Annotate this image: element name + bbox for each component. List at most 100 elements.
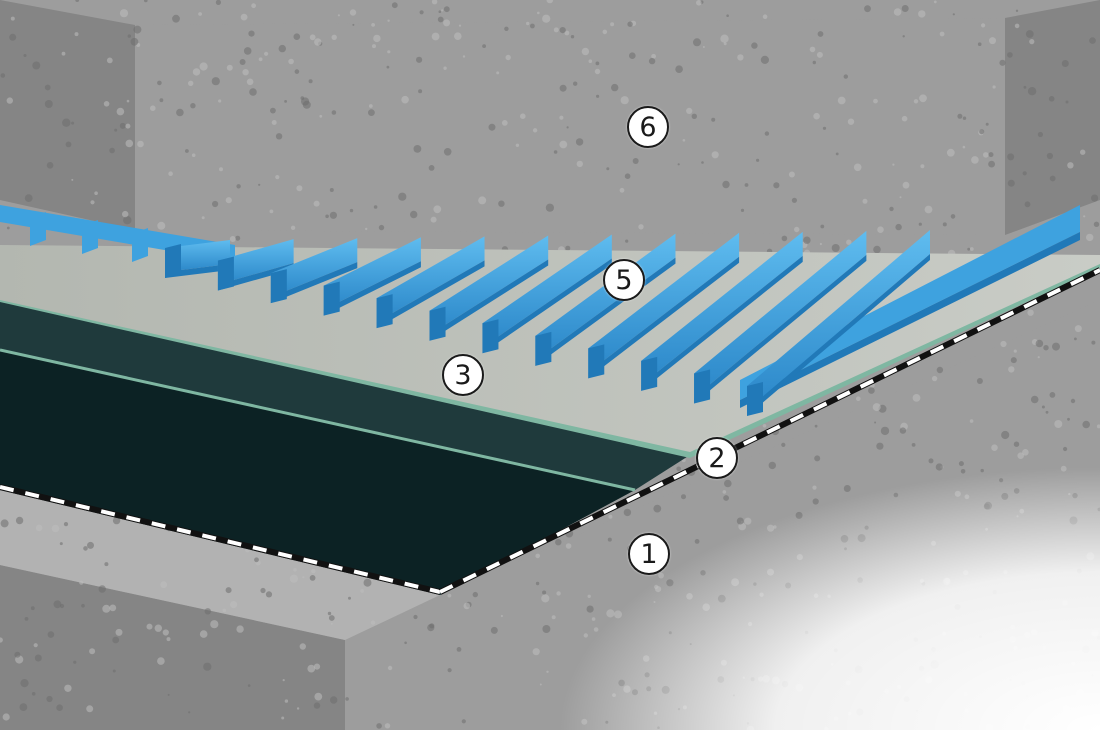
aggregate-speck	[439, 10, 442, 13]
aggregate-speck	[168, 171, 173, 176]
aggregate-speck	[1027, 310, 1033, 316]
aggregate-speck	[310, 34, 316, 40]
aggregate-speck	[290, 575, 298, 583]
aggregate-speck	[418, 89, 422, 93]
aggregate-speck	[504, 27, 508, 31]
aggregate-speck	[498, 201, 504, 207]
aggregate-speck	[56, 704, 63, 711]
aggregate-speck	[433, 205, 441, 213]
aggregate-speck	[332, 35, 337, 40]
aggregate-speck	[102, 605, 110, 613]
aggregate-speck	[693, 38, 701, 46]
grid-rib-end	[535, 332, 551, 366]
aggregate-speck	[114, 129, 117, 132]
aggregate-speck	[489, 124, 496, 131]
aggregate-speck	[212, 201, 218, 207]
aggregate-speck	[438, 17, 444, 23]
aggregate-speck	[248, 30, 254, 36]
aggregate-speck	[919, 223, 922, 226]
aggregate-speck	[216, 0, 221, 5]
aggregate-speck	[236, 184, 240, 188]
aggregate-speck	[993, 85, 996, 88]
aggregate-speck	[925, 206, 933, 214]
aggregate-speck	[387, 20, 389, 22]
aggregate-speck	[432, 33, 440, 41]
aggregate-speck	[918, 10, 925, 17]
aggregate-speck	[444, 6, 450, 12]
aggregate-speck	[813, 113, 820, 120]
aggregate-speck	[398, 193, 406, 201]
aggregate-speck	[937, 367, 943, 373]
aggregate-speck	[1036, 340, 1044, 348]
aggregate-speck	[329, 615, 335, 621]
aggregate-speck	[1080, 150, 1085, 155]
aggregate-speck	[963, 146, 966, 149]
grid-rib-end	[430, 307, 446, 341]
aggregate-speck	[314, 702, 320, 708]
aggregate-speck	[459, 25, 461, 27]
aggregate-speck	[1014, 350, 1017, 353]
aggregate-speck	[1025, 201, 1031, 207]
aggregate-speck	[934, 1, 937, 4]
aggregate-speck	[520, 113, 526, 119]
aggregate-speck	[420, 10, 424, 14]
aggregate-speck	[247, 79, 254, 86]
aggregate-speck	[360, 589, 364, 593]
aggregate-speck	[683, 139, 686, 142]
aggregate-speck	[530, 24, 535, 29]
aggregate-speck	[24, 54, 27, 57]
aggregate-speck	[283, 679, 285, 681]
aggregate-speck	[314, 201, 320, 207]
aggregate-speck	[999, 60, 1005, 66]
aggregate-speck	[34, 643, 38, 647]
aggregate-speck	[1023, 171, 1027, 175]
aggregate-speck	[703, 46, 705, 48]
aggregate-speck	[7, 227, 10, 230]
aggregate-speck	[967, 248, 970, 251]
aggregate-speck	[1049, 96, 1055, 102]
aggregate-speck	[259, 57, 263, 61]
grid-post	[30, 212, 46, 246]
aggregate-speck	[1050, 176, 1056, 182]
aggregate-speck	[560, 85, 567, 92]
aggregate-speck	[188, 81, 193, 86]
callout-3: 3	[442, 354, 484, 396]
aggregate-speck	[251, 3, 256, 8]
aggregate-speck	[202, 216, 205, 219]
aggregate-speck	[820, 243, 822, 245]
aggregate-speck	[675, 65, 683, 73]
aggregate-speck	[559, 141, 567, 149]
aggregate-speck	[957, 114, 962, 119]
aggregate-speck	[99, 585, 106, 592]
aggregate-speck	[87, 542, 94, 549]
aggregate-speck	[270, 210, 274, 214]
aggregate-speck	[737, 54, 743, 60]
aggregate-speck	[123, 216, 131, 224]
aggregate-speck	[1, 73, 6, 78]
aggregate-speck	[309, 79, 313, 83]
grid-rib-end	[588, 344, 604, 378]
aggregate-speck	[1008, 366, 1014, 372]
aggregate-speck	[125, 124, 130, 129]
aggregate-speck	[1026, 30, 1034, 38]
aggregate-speck	[482, 44, 486, 48]
aggregate-speck	[1086, 234, 1093, 241]
aggregate-speck	[160, 581, 167, 588]
aggregate-speck	[198, 12, 202, 16]
aggregate-speck	[36, 525, 43, 532]
aggregate-speck	[1047, 153, 1053, 159]
aggregate-speck	[1015, 24, 1020, 29]
aggregate-speck	[295, 69, 300, 74]
aggregate-speck	[803, 237, 810, 244]
aggregate-speck	[52, 525, 60, 533]
aggregate-speck	[46, 696, 52, 702]
aggregate-speck	[137, 141, 144, 148]
aggregate-speck	[1038, 132, 1043, 137]
aggregate-speck	[235, 236, 240, 241]
aggregate-speck	[226, 587, 232, 593]
aggregate-speck	[638, 224, 643, 229]
aggregate-speck	[573, 82, 577, 86]
aggregate-speck	[284, 100, 287, 103]
aggregate-speck	[1043, 345, 1048, 350]
